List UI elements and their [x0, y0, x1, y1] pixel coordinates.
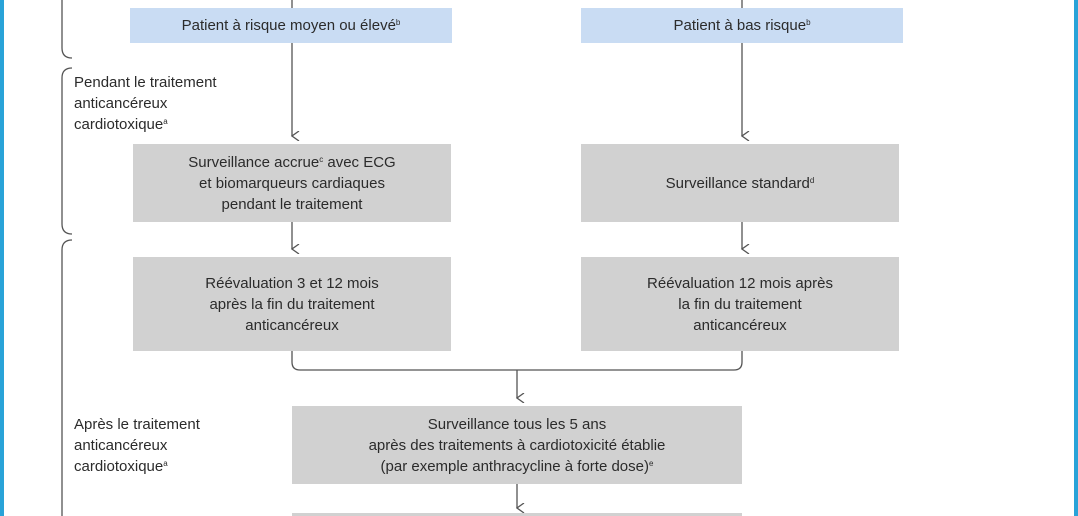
- footnote-marker: c: [319, 154, 324, 164]
- risk-high-label: Patient à risque moyen ou élevé: [181, 17, 396, 34]
- risk-low-label: Patient à bas risque: [673, 17, 807, 34]
- box-reevaluation-12-months: Réévaluation 12 mois après la fin du tra…: [581, 257, 899, 351]
- right-frame-border: [1074, 0, 1078, 516]
- footnote-marker: a: [163, 459, 168, 468]
- footnote-marker: b: [395, 18, 401, 27]
- phase-label-after-treatment: Après le traitement anticancéreux cardio…: [74, 416, 200, 475]
- phase-bracket-during: [61, 67, 73, 235]
- box-standard-surveillance: Surveillance standardd: [581, 144, 899, 222]
- box-patient-medium-high-risk: Patient à risque moyen ou élevéb: [130, 8, 452, 43]
- box-enhanced-surveillance: Surveillance accruec avec ECG et biomarq…: [133, 144, 451, 222]
- phase-bracket-after: [61, 239, 73, 516]
- box-reevaluation-3-12-months: Réévaluation 3 et 12 mois après la fin d…: [133, 257, 451, 351]
- footnote-marker: a: [163, 117, 168, 126]
- box-surveillance-every-5-years: Surveillance tous les 5 ans après des tr…: [292, 406, 742, 484]
- footnote-marker: d: [809, 175, 815, 185]
- left-frame-border: [0, 0, 4, 516]
- phase-label-during-treatment: Pendant le traitement anticancéreux card…: [74, 74, 217, 133]
- phase-bracket-before: [61, 0, 73, 59]
- footnote-marker: b: [806, 18, 811, 27]
- footnote-marker: e: [649, 458, 654, 468]
- box-patient-low-risk: Patient à bas risqueb: [581, 8, 903, 43]
- merge-connector: [291, 351, 743, 371]
- next-box-edge: [292, 513, 742, 516]
